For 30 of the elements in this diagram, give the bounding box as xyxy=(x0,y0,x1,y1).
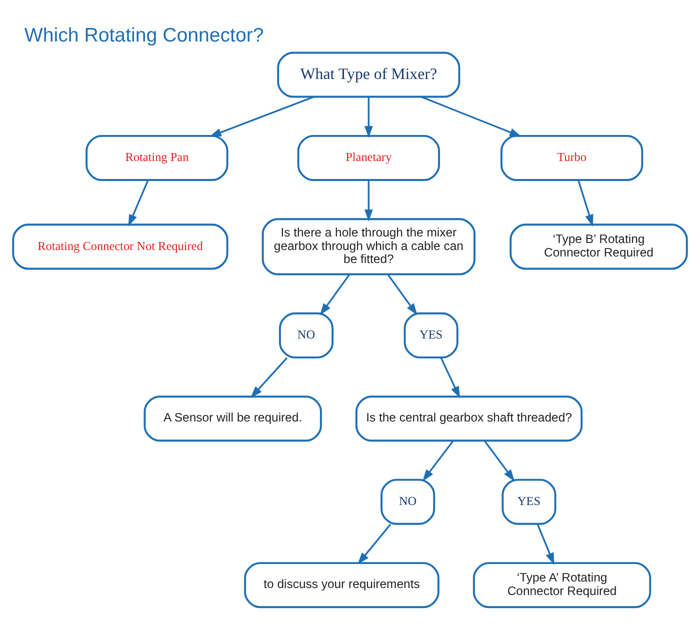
node-box: NO xyxy=(278,312,334,358)
arrow xyxy=(320,273,350,315)
diagram-title: Which Rotating Connector? xyxy=(24,24,264,46)
arrow xyxy=(422,440,454,481)
node-box: A Sensor will be required. xyxy=(144,395,322,442)
arrow xyxy=(364,180,373,221)
node-box: YES xyxy=(502,478,556,524)
arrow xyxy=(209,96,314,136)
node-box: Turbo xyxy=(500,134,644,180)
arrow xyxy=(358,523,392,564)
arrow xyxy=(484,440,515,481)
arrow xyxy=(250,356,288,398)
node-box: Rotating Connector Not Required xyxy=(12,223,228,270)
arrow xyxy=(387,273,418,315)
node-box: to discuss your requirements xyxy=(244,562,440,608)
arrow xyxy=(578,179,594,226)
node-box: Planetary xyxy=(297,134,440,180)
arrow xyxy=(128,179,149,226)
node-box: Is there a hole through the mixer gearbox through which a cable can be fitted? xyxy=(262,218,476,275)
node-box: Rotating Pan xyxy=(86,134,228,180)
node-box: What Type of Mixer? xyxy=(277,51,460,98)
node-box: Is the central gearbox shaft threaded? xyxy=(355,395,583,442)
arrow xyxy=(421,96,522,136)
arrow xyxy=(536,523,554,564)
node-box: NO xyxy=(380,478,436,524)
arrow xyxy=(440,357,460,398)
node-box: ‘Type A’ Rotating Connector Required xyxy=(472,562,652,608)
arrow xyxy=(364,96,373,138)
node-box: YES xyxy=(404,312,458,358)
node-box: ‘Type B’ Rotating Connector Required xyxy=(510,223,688,270)
